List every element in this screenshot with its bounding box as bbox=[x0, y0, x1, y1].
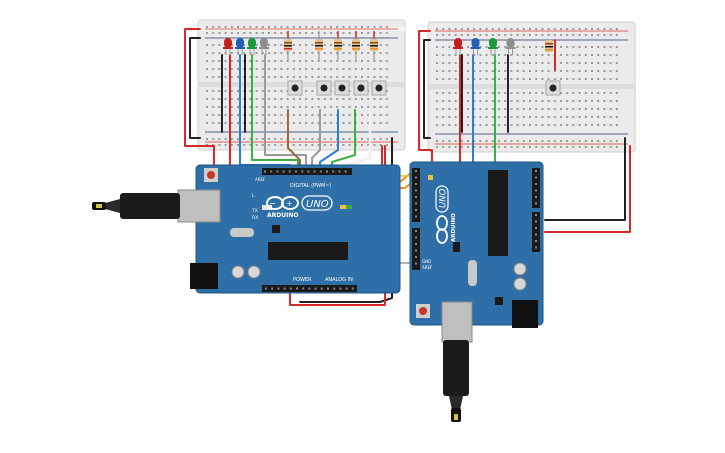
wire-gray-led4 bbox=[264, 54, 307, 173]
aref-label-right: AREF bbox=[422, 265, 433, 270]
board-brand-right: ARDUINO bbox=[451, 213, 457, 242]
atmega-chip-left bbox=[268, 242, 348, 260]
arduino-board-left: − + ARDUINO UNO DIGITAL (PWM~) POWER ANA… bbox=[92, 164, 401, 294]
power-jack-left bbox=[190, 263, 218, 289]
resistor-1 bbox=[284, 39, 292, 51]
usb-b-port-left bbox=[177, 189, 221, 223]
board-brand-left: ARDUINO bbox=[267, 212, 298, 219]
gnd-label-right: GND bbox=[422, 259, 431, 264]
led-blue bbox=[470, 38, 481, 55]
led-rx-label-left: RX bbox=[252, 215, 258, 221]
led-blue bbox=[235, 38, 245, 55]
led-gray bbox=[505, 38, 516, 55]
led-green bbox=[488, 38, 498, 55]
board-model-left: UNO bbox=[306, 199, 329, 210]
resistors-right bbox=[545, 40, 553, 52]
push-button bbox=[353, 80, 369, 96]
capacitor-left-1 bbox=[231, 265, 245, 279]
usb-b-port-right bbox=[441, 301, 473, 343]
board-model-right: UNO bbox=[439, 188, 449, 208]
resistor-r1 bbox=[545, 40, 553, 52]
push-button bbox=[371, 80, 387, 96]
wire-black-right-loop bbox=[423, 39, 431, 139]
buttons-right bbox=[545, 80, 561, 96]
arduino-board-right: ARDUINO UNO GND AREF bbox=[409, 161, 544, 422]
leds-right bbox=[453, 38, 516, 55]
capacitor-right-2 bbox=[513, 277, 527, 291]
wire-black-left-loop bbox=[189, 37, 201, 139]
resistor-5 bbox=[370, 39, 378, 51]
push-button bbox=[545, 80, 561, 96]
power-jack-right bbox=[512, 300, 538, 328]
resistors-left bbox=[284, 31, 378, 60]
atmega-chip-right bbox=[488, 170, 508, 256]
led-red bbox=[453, 38, 463, 55]
capacitor-left-2 bbox=[247, 265, 261, 279]
leds-left bbox=[223, 38, 269, 55]
led-red bbox=[223, 38, 233, 55]
wire-red-ext bbox=[544, 145, 631, 233]
resistor-4 bbox=[352, 39, 360, 51]
wire-red-right-loop bbox=[418, 30, 433, 169]
wire-black-ext bbox=[544, 137, 626, 221]
resistor-3 bbox=[334, 39, 342, 51]
svg-text:−: − bbox=[269, 199, 276, 208]
push-button bbox=[316, 80, 332, 96]
led-green bbox=[247, 38, 257, 55]
aref-label-left: AREF bbox=[255, 177, 266, 182]
led-l-label-left: L bbox=[252, 193, 255, 199]
capacitor-right-1 bbox=[513, 262, 527, 276]
buttons-left bbox=[287, 80, 387, 96]
power-label-left: POWER bbox=[293, 277, 312, 283]
push-button bbox=[334, 80, 350, 96]
push-button bbox=[287, 80, 303, 96]
svg-text:+: + bbox=[286, 199, 293, 208]
led-tx-label-left: TX bbox=[251, 208, 258, 214]
resistor-2 bbox=[315, 39, 323, 51]
analog-label-left: ANALOG IN bbox=[325, 277, 353, 283]
arduino-logo-left: − + ARDUINO UNO bbox=[266, 195, 333, 219]
digital-label-left: DIGITAL (PWM~) bbox=[290, 183, 332, 189]
arduino-logo-right: ARDUINO UNO bbox=[435, 185, 457, 244]
led-gray bbox=[259, 38, 269, 55]
